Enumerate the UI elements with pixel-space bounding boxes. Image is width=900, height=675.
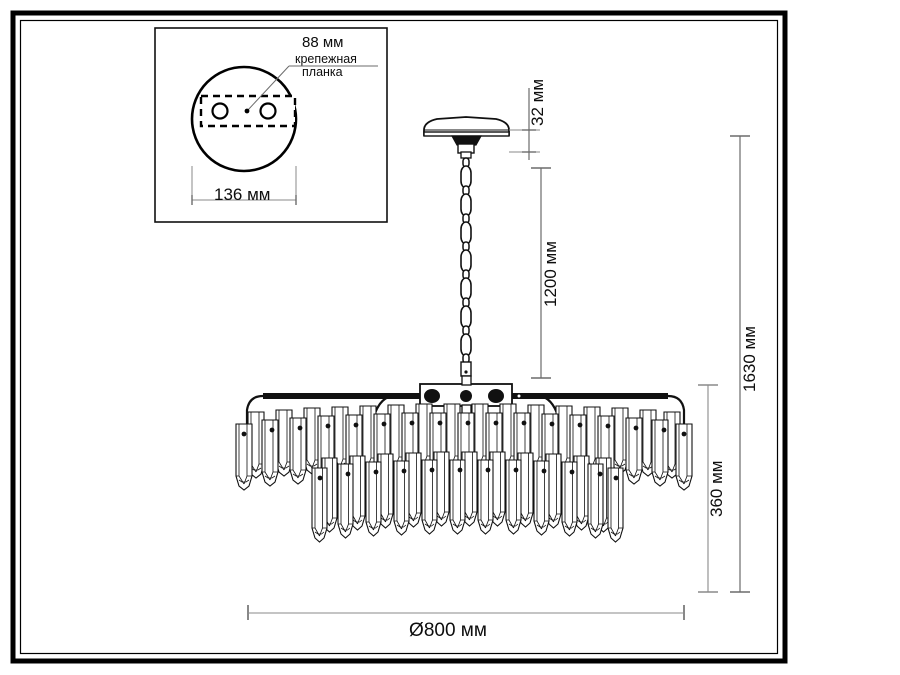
outer-frame bbox=[10, 10, 788, 664]
leader-88mm bbox=[244, 65, 378, 114]
crystal-mount-studs bbox=[241, 420, 687, 437]
label-32mm: 32 мм bbox=[528, 79, 547, 126]
inset-detail-box bbox=[154, 27, 388, 223]
dim-136mm bbox=[191, 166, 297, 205]
mount-hole-right bbox=[259, 102, 277, 120]
fixture-top-hub bbox=[245, 375, 686, 433]
ceiling-canopy bbox=[423, 116, 510, 159]
mount-hole-left bbox=[211, 102, 229, 120]
label-1200mm: 1200 мм bbox=[541, 241, 560, 307]
dim-1200mm bbox=[531, 167, 551, 379]
suspension-chain bbox=[460, 157, 472, 377]
label-diameter-800mm: Ø800 мм bbox=[409, 620, 487, 641]
label-88mm: 88 мм bbox=[302, 34, 343, 51]
dim-1630mm bbox=[730, 135, 750, 593]
label-136mm: 136 мм bbox=[214, 185, 270, 204]
dim-360mm bbox=[698, 384, 718, 593]
label-1630mm: 1630 мм bbox=[740, 326, 759, 392]
dim-32mm bbox=[509, 88, 540, 160]
label-bracket-line2: планка bbox=[302, 65, 343, 79]
label-360mm: 360 мм bbox=[707, 461, 726, 517]
label-bracket-line1: крепежная bbox=[295, 52, 357, 66]
dim-diameter-800mm bbox=[247, 605, 685, 620]
crystal-mount-studs-lower bbox=[317, 467, 619, 481]
